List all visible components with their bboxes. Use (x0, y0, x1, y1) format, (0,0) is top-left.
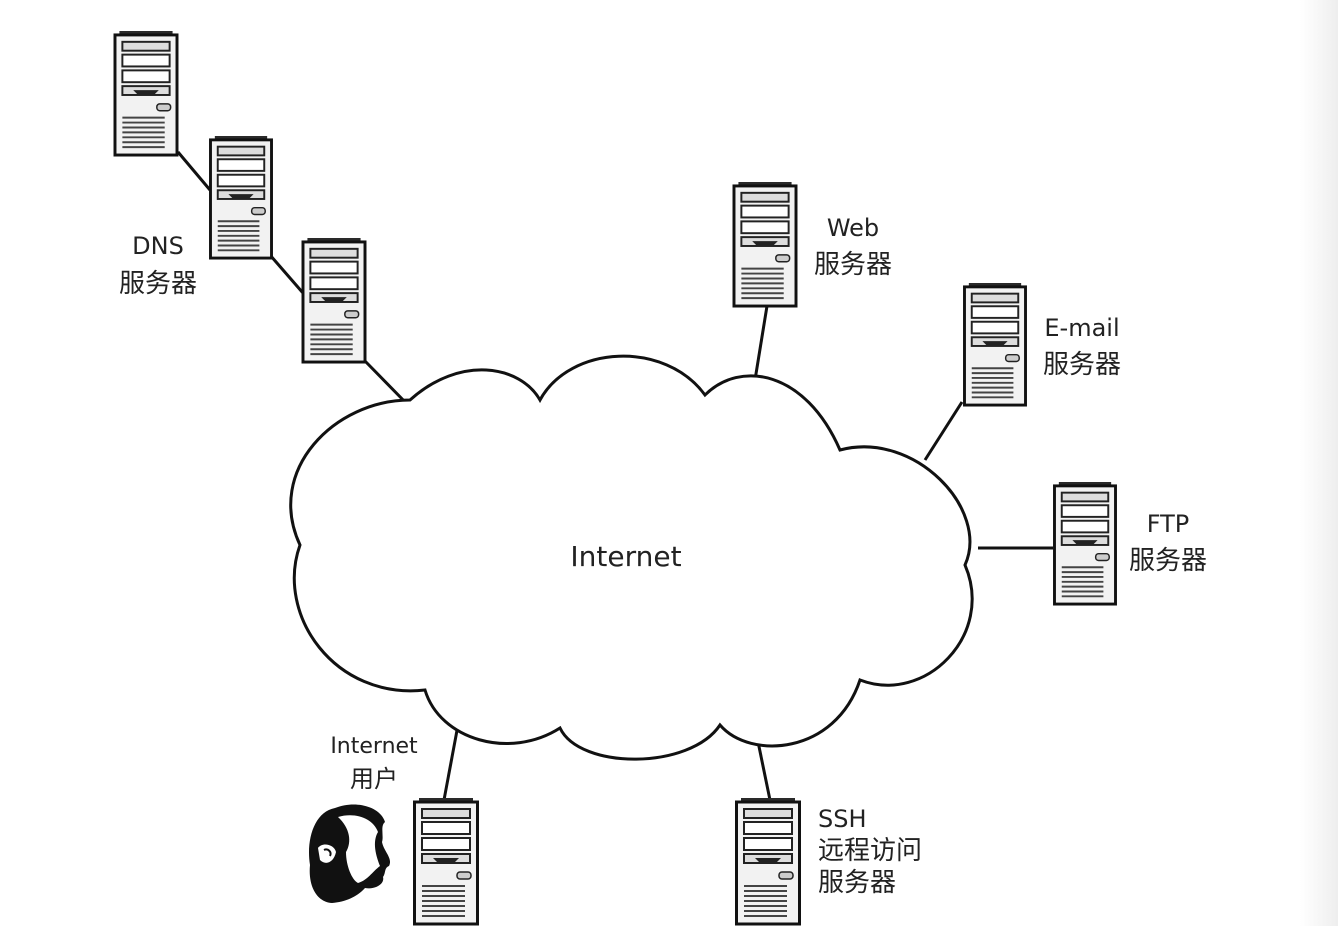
dns-label-line1: DNS (132, 232, 184, 260)
user-label-line2: 用户 (350, 765, 398, 793)
link-user-cloud (442, 724, 460, 801)
ssh-label-line2: 远程访问 (818, 836, 922, 866)
web-server-icon (732, 182, 798, 308)
ftp-label-line2: 服务器 (1129, 546, 1207, 576)
ftp-server-icon (1052, 482, 1118, 606)
cloud-label: Internet (570, 540, 681, 573)
page-edge-shade (1300, 0, 1338, 926)
email-server-icon (962, 283, 1028, 407)
web-label-line2: 服务器 (814, 250, 892, 280)
dns-server-icon-2 (208, 136, 274, 260)
email-label-line2: 服务器 (1043, 350, 1121, 380)
link-dns-chain-1 (176, 151, 212, 191)
link-web-cloud (753, 305, 769, 381)
user-label-line1: Internet (330, 734, 418, 759)
link-dns-chain-2 (268, 254, 305, 294)
dns-server-icon-3 (301, 238, 367, 364)
dns-label-line2: 服务器 (119, 269, 197, 299)
ssh-label-line3: 服务器 (818, 868, 896, 898)
ssh-label-line1: SSH (818, 805, 867, 833)
email-label-line1: E-mail (1044, 314, 1119, 342)
user-head-icon (309, 804, 391, 903)
link-email-cloud (923, 401, 964, 461)
ssh-server-icon (735, 798, 801, 926)
web-label-line1: Web (827, 214, 879, 242)
ftp-label-line1: FTP (1147, 510, 1190, 538)
dns-server-icon-1 (113, 31, 179, 157)
internet-cloud (289, 354, 974, 761)
user-server-icon (413, 798, 479, 926)
